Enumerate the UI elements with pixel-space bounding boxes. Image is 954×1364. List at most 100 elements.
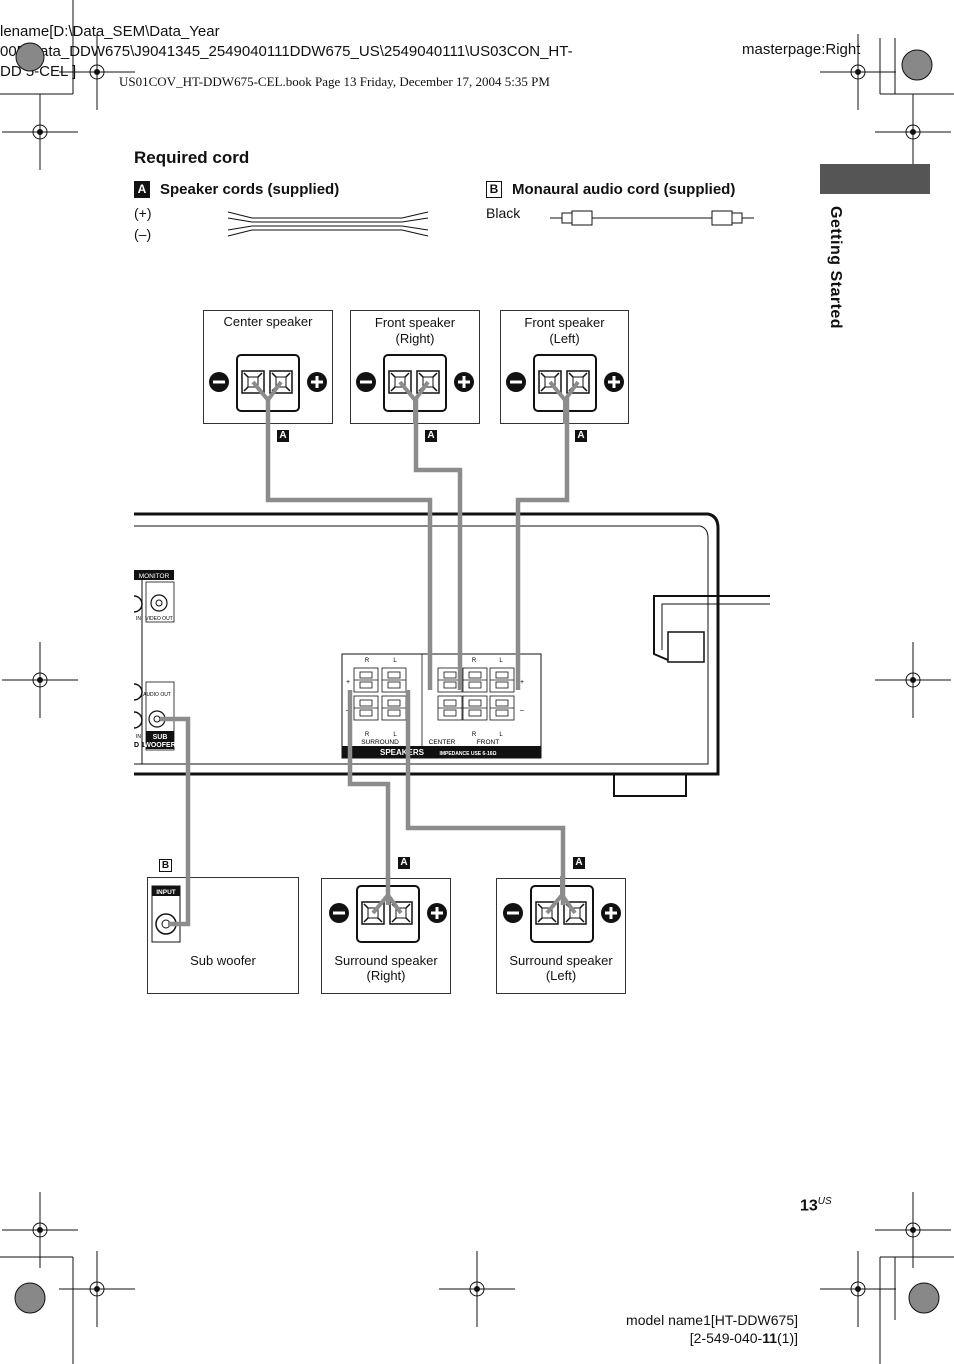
receiver-terminal <box>489 695 515 721</box>
mono-cord-illustration <box>550 210 754 226</box>
tag-b-subwoofer: B <box>159 859 172 872</box>
model-line-2-bold: 11 <box>762 1330 777 1346</box>
monitor-block: MONITOR VIDEO OUT IN IN AUDIO OUT SUB WO… <box>133 570 176 751</box>
page-number-value: 13 <box>800 1197 818 1215</box>
plus-icon <box>601 903 621 923</box>
tag-a-center: A <box>277 430 289 442</box>
block-plus-left: + <box>346 679 350 686</box>
model-line-2-post: (1)] <box>777 1330 798 1346</box>
front-l-top: L <box>499 658 503 664</box>
tag-a-surround-right: A <box>398 857 410 869</box>
page-number-suffix: US <box>817 1196 832 1207</box>
cord-b-letter: B <box>486 181 502 198</box>
crosshair-mark <box>875 642 951 718</box>
in-label-2: IN <box>136 734 141 740</box>
video-out-label: VIDEO OUT <box>145 616 173 622</box>
crosshair-mark <box>875 1192 951 1268</box>
front-right-label-2: (Right) <box>395 331 435 346</box>
minus-icon <box>329 903 349 923</box>
filename-line-3: DD 5-CEL ] <box>0 63 77 80</box>
model-line-2: [2-549-040-11(1)] <box>626 1329 798 1347</box>
cord-a-letter: A <box>134 181 150 198</box>
crosshair-mark <box>59 34 135 110</box>
front-right-label-1: Front speaker <box>374 315 456 330</box>
section-tab <box>820 164 930 194</box>
front-l-bottom: L <box>499 732 503 738</box>
crosshair-mark <box>820 1251 896 1327</box>
front-r-top: R <box>472 658 477 664</box>
cord-b-title: Monaural audio cord (supplied) <box>512 181 736 198</box>
receiver-terminal <box>489 667 515 693</box>
crosshair-mark <box>439 1251 515 1327</box>
tag-a-surround-left: A <box>573 857 585 869</box>
cord-b-heading: B Monaural audio cord (supplied) <box>486 181 735 198</box>
minus-icon <box>506 372 526 392</box>
model-info: model name1[HT-DDW675] [2-549-040-11(1)] <box>626 1311 798 1347</box>
cord-a-heading: A Speaker cords (supplied) <box>134 181 339 198</box>
minus-icon <box>503 903 523 923</box>
port-number: D 1 <box>134 742 145 749</box>
surround-left-label-2: (Left) <box>545 968 577 983</box>
front-left-label-1: Front speaker <box>524 315 605 330</box>
center-speaker-label: Center speaker <box>223 314 313 329</box>
center-label: CENTER <box>429 739 456 746</box>
cable-front-left <box>515 398 570 690</box>
sub-woofer-label-1: SUB <box>153 734 168 741</box>
minus-icon <box>209 372 229 392</box>
side-tab-label: Getting Started <box>827 206 844 330</box>
crosshair-mark <box>875 94 951 170</box>
surround-l-top: L <box>393 658 397 664</box>
surround-right-label-2: (Right) <box>366 968 406 983</box>
input-label: INPUT <box>156 889 176 896</box>
cord-a-title: Speaker cords (supplied) <box>160 181 340 198</box>
masterpage-label: masterpage:Right <box>742 41 861 58</box>
cord-b-color: Black <box>486 205 521 221</box>
surround-l-bottom: L <box>393 732 397 738</box>
page-number: 13US <box>800 1196 832 1215</box>
crosshair-mark <box>2 1192 78 1268</box>
crosshair-mark <box>59 1251 135 1327</box>
cable-surround-left <box>405 690 566 900</box>
filename-line-1: lename[D:\Data_SEM\Data_Year <box>0 23 220 40</box>
surround-label: SURROUND <box>361 739 399 746</box>
receiver-terminal <box>462 695 488 721</box>
plus-icon <box>454 372 474 392</box>
cord-a-minus: (–) <box>134 226 152 242</box>
receiver-terminal <box>462 667 488 693</box>
receiver-terminal <box>437 695 463 721</box>
plus-icon <box>307 372 327 392</box>
speakers-bar-label: SPEAKERS <box>380 748 425 757</box>
block-plus-right: + <box>520 679 524 686</box>
cable-surround-right <box>347 690 391 900</box>
section-title: Required cord <box>134 148 250 167</box>
crosshair-mark <box>2 642 78 718</box>
model-line-1: model name1[HT-DDW675] <box>626 1312 798 1328</box>
crosshair-mark <box>820 34 896 110</box>
model-line-2-pre: [2-549-040- <box>689 1330 763 1346</box>
receiver-terminal <box>381 667 407 693</box>
block-minus-right: – <box>520 707 524 714</box>
cable-front-right <box>413 398 463 690</box>
tag-a-front-right: A <box>425 430 437 442</box>
front-left-label-2: (Left) <box>549 331 580 346</box>
minus-icon <box>356 372 376 392</box>
impedance-label: IMPEDANCE USE 6-16Ω <box>439 751 496 757</box>
audio-out-label: AUDIO OUT <box>143 692 171 698</box>
receiver-terminal <box>353 667 379 693</box>
plus-icon <box>604 372 624 392</box>
surround-r-bottom: R <box>365 732 370 738</box>
in-label-1: IN <box>136 616 141 622</box>
sub-woofer-label-2: WOOFER <box>144 742 176 749</box>
cables <box>160 398 570 927</box>
speaker-terminal-block: SPEAKERS IMPEDANCE USE 6-16Ω R L R L R L… <box>341 653 542 759</box>
monitor-label: MONITOR <box>139 573 170 580</box>
subwoofer-label: Sub woofer <box>190 953 256 968</box>
surround-left-label-1: Surround speaker <box>509 953 613 968</box>
cable-center <box>265 398 433 690</box>
filename-line-2: 005\Data_DDW675\J9041345_2549040111DDW67… <box>0 43 573 60</box>
front-r-bottom: R <box>472 732 477 738</box>
plus-icon <box>427 903 447 923</box>
